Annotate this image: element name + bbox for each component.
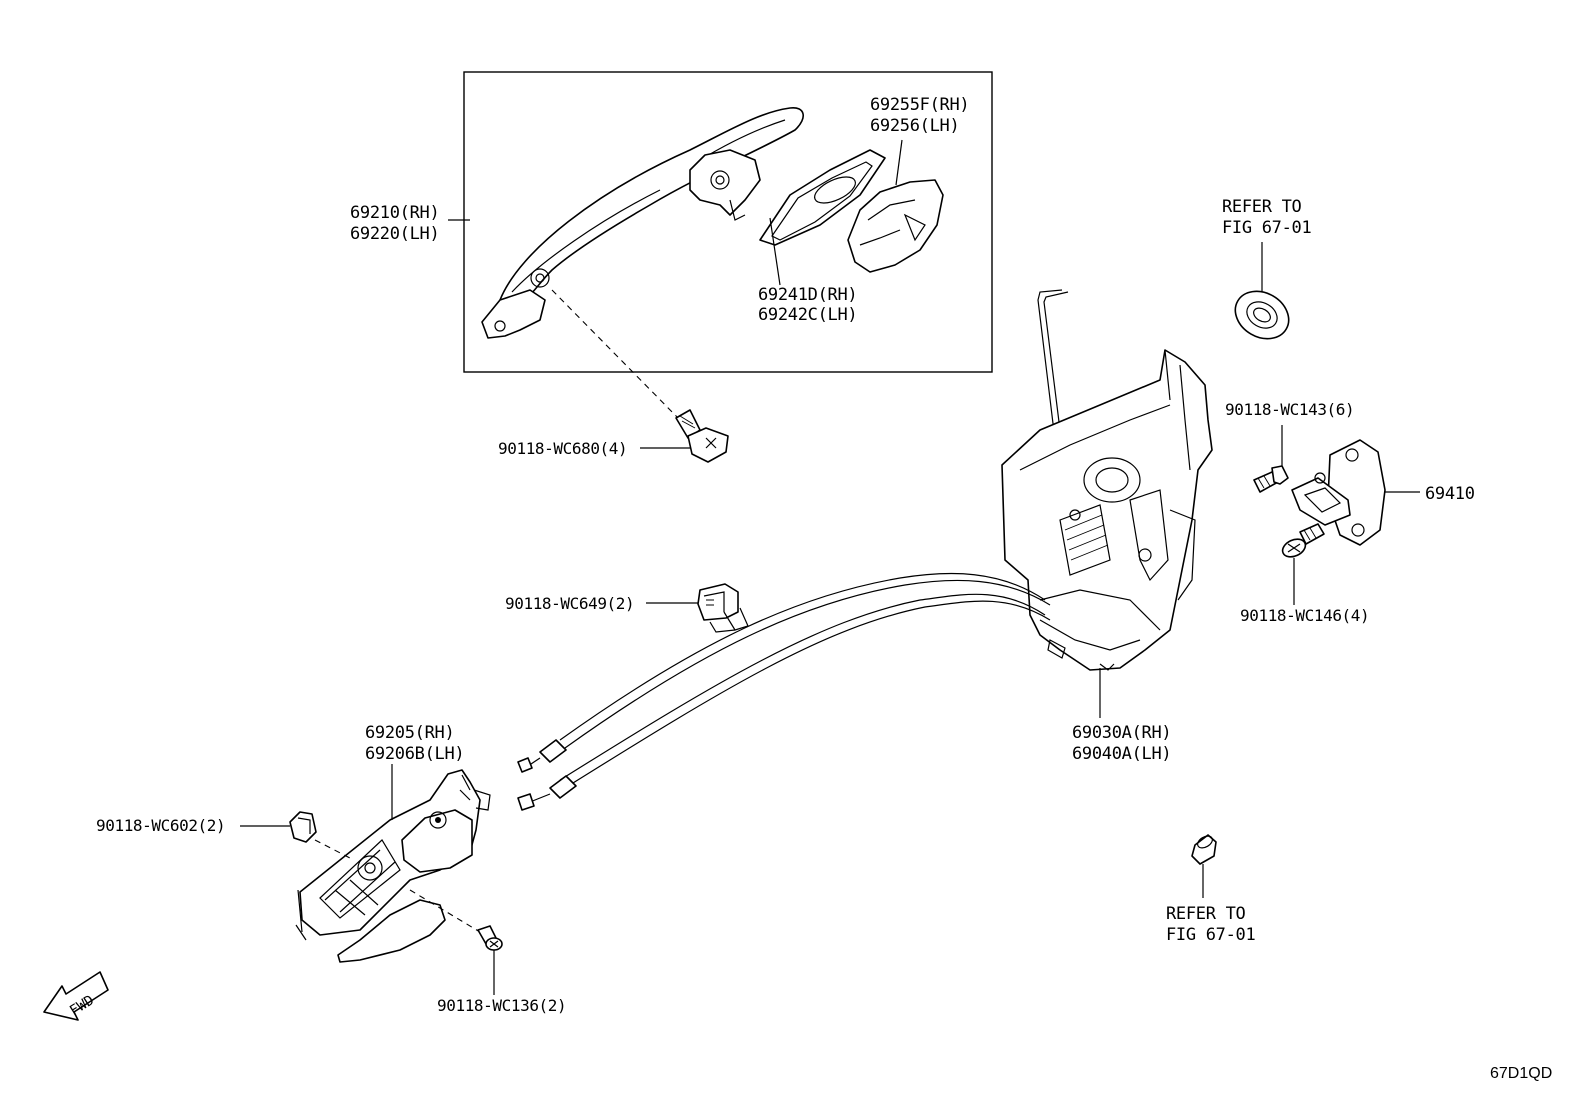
label-lock-assy-lh: 69040A(LH) [1072,744,1171,764]
outer-door-handle [481,107,804,339]
fwd-arrow-icon: FWD [43,971,109,1021]
label-handle-cover-lh: 69256(LH) [870,116,959,136]
cable-ends [517,739,577,811]
dashed-bolt-path [551,289,681,421]
handle-cover [847,179,944,273]
label-handle-cover-rh: 69255F(RH) [870,95,969,115]
label-inner-handle-rh: 69205(RH) [365,723,454,743]
figure-code: 67D1QD [1490,1065,1552,1082]
bolt-wc680 [675,409,729,463]
label-clip-wc602: 90118-WC602(2) [96,816,225,835]
label-clip-wc649: 90118-WC649(2) [505,594,634,613]
label-screw-wc136: 90118-WC136(2) [437,996,566,1015]
label-gasket-rh: 69241D(RH) [758,285,857,305]
label-striker: 69410 [1425,484,1475,504]
dashed-screw-path [409,889,481,933]
label-screw-wc143: 90118-WC143(6) [1225,400,1354,419]
label-lock-assy-rh: 69030A(RH) [1072,723,1171,743]
handle-gasket [759,149,886,246]
inner-door-handle [295,769,491,963]
label-inner-handle-lh: 69206B(LH) [365,744,464,764]
leader-gasket [769,217,781,286]
door-striker [1291,439,1386,546]
handle-group-frame [463,71,993,373]
clip-wc649 [697,583,749,633]
door-lock-assembly [559,289,1213,789]
label-refer-bottom-2: FIG 67-01 [1166,925,1255,945]
screw-wc136 [477,925,503,951]
label-refer-top-1: REFER TO [1222,197,1302,217]
label-outer-handle-rh: 69210(RH) [350,203,439,223]
clip-wc602 [289,811,317,843]
label-refer-top-2: FIG 67-01 [1222,218,1311,238]
screw-wc146 [1281,523,1325,558]
label-outer-handle-lh: 69220(LH) [350,224,439,244]
screw-wc143 [1253,465,1289,493]
label-gasket-lh: 69242C(LH) [758,305,857,325]
grommet-top [1234,290,1290,340]
label-screw-wc146: 90118-WC146(4) [1240,606,1369,625]
label-refer-bottom-1: REFER TO [1166,904,1246,924]
label-bolt-wc680: 90118-WC680(4) [498,439,627,458]
leader-handle-cover [895,139,903,186]
dashed-clip-path [314,839,351,859]
plug-bottom [1191,834,1217,865]
